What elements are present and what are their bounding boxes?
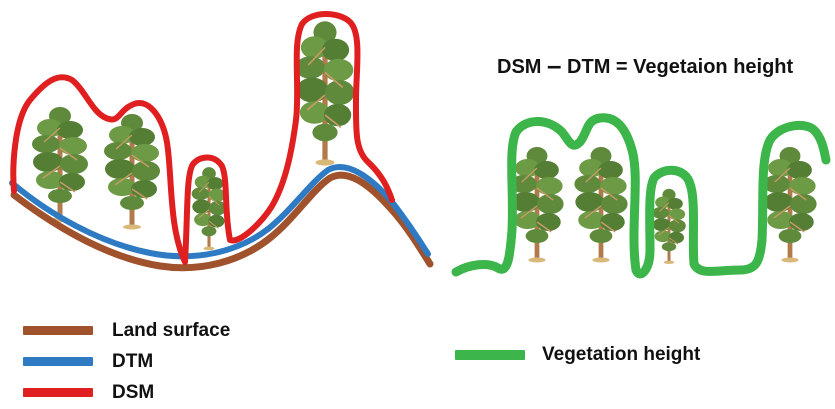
left-trees <box>32 21 354 250</box>
legend-label-vegetation-height: Vegetation height <box>542 344 700 366</box>
right-trees <box>510 147 816 264</box>
equation-label: DSM – DTM = Vegetaion height <box>497 52 793 79</box>
legend-swatch-vegetation-height <box>455 350 525 360</box>
tree-icon <box>763 147 816 263</box>
tree-icon <box>296 21 355 165</box>
tree-icon <box>574 147 627 263</box>
tree-icon <box>652 189 686 264</box>
legend-label-dsm: DSM <box>112 382 154 404</box>
legend-label-dtm: DTM <box>112 351 153 373</box>
tree-icon <box>510 147 563 263</box>
equation-left: DSM <box>497 56 541 78</box>
legend-label-land-surface: Land surface <box>112 320 230 342</box>
tree-icon <box>104 114 160 230</box>
equation-operator: – <box>547 50 561 80</box>
legend-swatch-dsm <box>23 388 93 397</box>
legend-swatch-land-surface <box>23 326 93 335</box>
tree-icon <box>192 167 227 250</box>
equation-right: DTM = Vegetaion height <box>567 56 793 78</box>
legend-swatch-dtm <box>23 357 93 366</box>
